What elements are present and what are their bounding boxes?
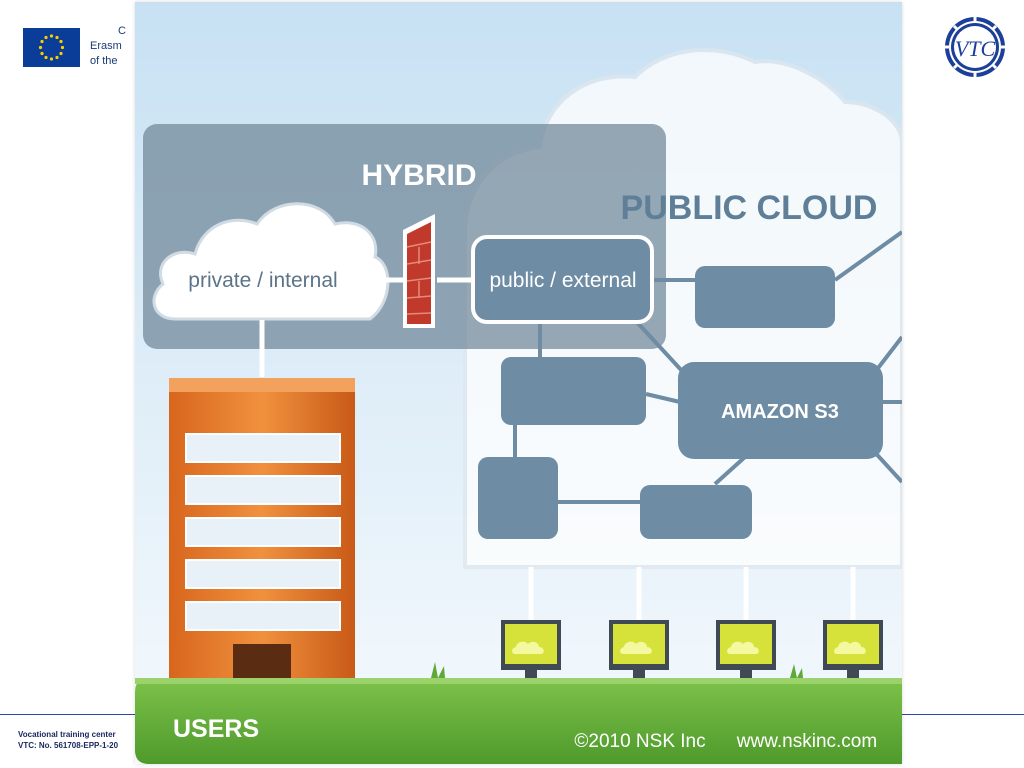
cloud-node (640, 485, 752, 539)
building-icon (169, 378, 355, 696)
grass-ground (135, 678, 902, 764)
private-node-label: private / internal (188, 269, 337, 292)
public-node-label: public / external (489, 269, 636, 292)
network-links (513, 230, 902, 504)
monitor-icon (501, 620, 561, 683)
website-text: www.nskinc.com (736, 731, 877, 752)
cloud-node (695, 266, 835, 328)
users-label: USERS (173, 715, 259, 743)
cloud-node (501, 357, 646, 425)
hybrid-label: HYBRID (361, 159, 476, 192)
vtc-logo-text: VTC (955, 36, 996, 61)
vtc-logo-icon: VTC (937, 16, 1013, 78)
amazon-s3-node: AMAZON S3 (678, 362, 883, 459)
firewall-icon (403, 214, 435, 328)
header-text: C Erasm of the (90, 24, 126, 69)
hybrid-links (259, 277, 473, 377)
eu-flag-icon (23, 28, 80, 67)
footer-line: VTC: No. 561708-EPP-1-20 (18, 741, 119, 750)
grass-tufts (431, 662, 803, 678)
user-links (528, 567, 856, 622)
hybrid-cloud-diagram: HYBRID PUBLIC CLOUD private / internal (135, 2, 902, 764)
footer-text: Vocational training center VTC: No. 5617… (18, 729, 118, 751)
public-node: public / external (471, 235, 654, 324)
monitor-icon (609, 620, 669, 683)
header-line: C (118, 25, 126, 37)
public-cloud-label: PUBLIC CLOUD (621, 189, 878, 227)
cloud-node (478, 457, 558, 539)
copyright-text: ©2010 NSK Inc (574, 731, 705, 752)
amazon-node-label: AMAZON S3 (721, 401, 839, 423)
private-cloud-node: private / internal (152, 202, 390, 321)
footer-line: Vocational training center (18, 730, 116, 739)
header-line: Erasm (90, 40, 122, 52)
header-line: of the (90, 55, 118, 67)
